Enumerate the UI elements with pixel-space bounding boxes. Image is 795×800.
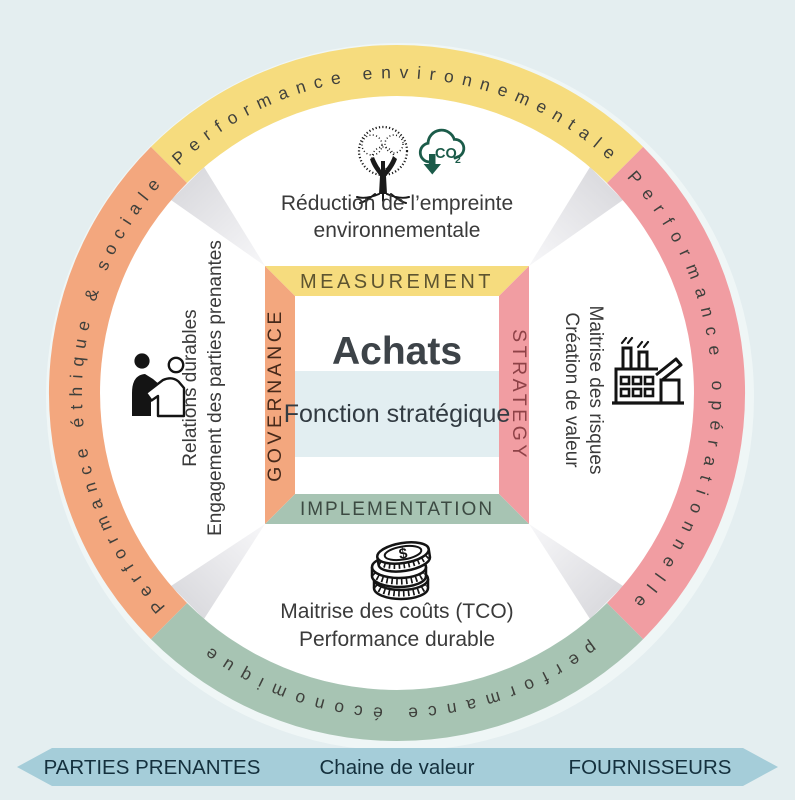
quadrant-stakeholders: Relations durables Engagement des partie… — [132, 240, 226, 536]
environmental-text-line1: Réduction de l’empreinte — [281, 192, 513, 215]
center-subtitle: Fonction stratégique — [284, 400, 511, 428]
stakeholders-text-line1: Relations durables — [180, 309, 201, 466]
stakeholders-text-line2: Engagement des parties prenantes — [205, 240, 226, 536]
separator-wedge-bottom-left — [171, 524, 265, 619]
down-arrow — [423, 154, 441, 175]
frame-label-governance: GOVERNANCE — [264, 308, 286, 482]
ring-arc-ethical-social — [48, 146, 188, 640]
quadrant-risks: Maitrise des risques Création de valeur — [561, 306, 684, 475]
quadrant-environmental: CO 2 Réduction de l’empreinte environnem… — [281, 125, 513, 242]
performance-ring — [48, 44, 746, 742]
co2-reduction-icon: CO 2 — [418, 128, 466, 175]
costs-text-line2: Performance durable — [299, 628, 495, 651]
tree-icon — [356, 125, 410, 204]
frame-label-measurement: MEASUREMENT — [300, 271, 494, 293]
co2-text: CO — [435, 146, 457, 162]
quadrant-costs: $ Maitrise des coûts (TCO) Performance d… — [280, 541, 514, 651]
center-frame: MEASUREMENT IMPLEMENTATION GOVERNANCE ST… — [264, 266, 530, 524]
factory-icon — [612, 336, 684, 405]
frame-bar-strategy — [499, 266, 529, 524]
ring-arc-operational — [607, 146, 746, 640]
banner-left-label: PARTIES PRENANTES — [44, 756, 261, 779]
frame-label-strategy: STRATEGY — [508, 329, 530, 461]
banner-right-label: FOURNISSEURS — [569, 756, 732, 779]
value-chain-banner: PARTIES PRENANTES Chaine de valeur FOURN… — [17, 748, 778, 786]
separator-wedge-top-left — [171, 167, 265, 266]
risks-text-line2: Création de valeur — [561, 312, 582, 468]
center-content: Achats Fonction stratégique — [284, 330, 511, 457]
coins-icon: $ — [370, 541, 432, 601]
ring-arc-environmental — [150, 44, 644, 183]
ring-arc-economic — [150, 603, 644, 742]
environmental-text-line2: environnementale — [314, 219, 481, 242]
separator-wedge-bottom-right — [529, 524, 623, 619]
frame-bar-implementation — [265, 494, 529, 524]
risks-text-line1: Maitrise des risques — [585, 306, 606, 475]
frame-bar-measurement — [265, 266, 529, 296]
banner-center-label: Chaine de valeur — [320, 756, 475, 779]
frame-label-implementation: IMPLEMENTATION — [300, 499, 494, 520]
frame-bar-governance — [265, 266, 295, 524]
subtitle-band — [295, 371, 499, 457]
banner-arrow-shape — [17, 748, 778, 786]
dollar-sign: $ — [398, 545, 410, 563]
center-title: Achats — [332, 330, 462, 373]
quadrant-separators — [171, 167, 623, 619]
costs-text-line1: Maitrise des coûts (TCO) — [280, 600, 513, 623]
co2-subscript: 2 — [455, 154, 461, 166]
separator-wedge-top-right — [529, 167, 623, 266]
handshake-icon — [132, 353, 186, 418]
